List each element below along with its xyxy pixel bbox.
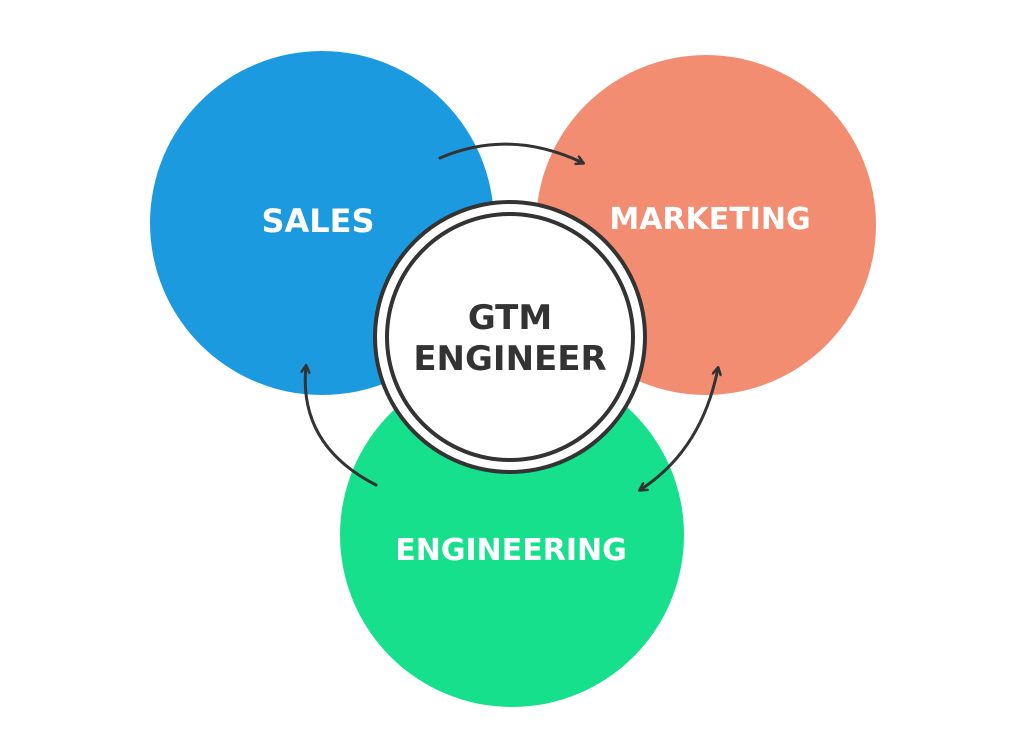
marketing-label: MARKETING	[609, 202, 810, 237]
center-outer-ring	[373, 200, 647, 474]
center-inner-ring	[385, 212, 635, 462]
engineering-circle	[340, 363, 684, 707]
arrow-engineering-to-sales	[305, 366, 378, 487]
sales-label: SALES	[261, 202, 374, 240]
arrow-sales-to-marketing	[438, 142, 583, 163]
arrow-marketing-engineering	[640, 368, 718, 490]
center-label-line1: GTM	[468, 298, 552, 338]
gtm-engineer-node: GTM ENGINEER	[373, 200, 647, 474]
center-label-line2: ENGINEER	[413, 339, 606, 379]
engineering-label: ENGINEERING	[395, 533, 626, 568]
